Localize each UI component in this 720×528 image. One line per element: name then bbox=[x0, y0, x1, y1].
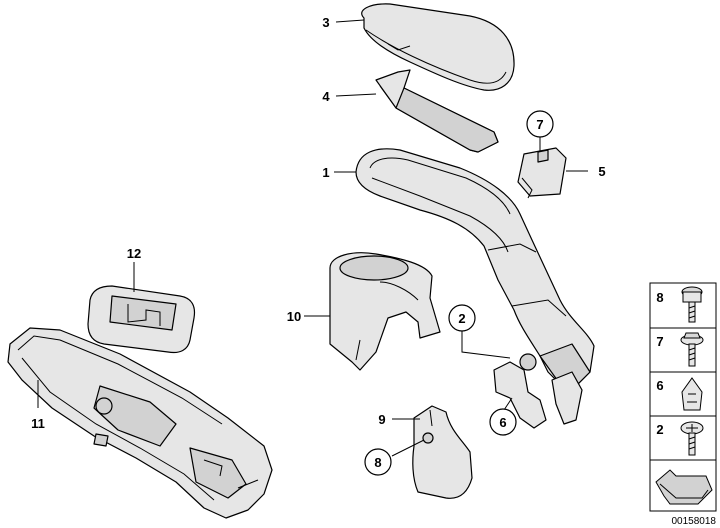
part-armrest-frame bbox=[355, 148, 595, 429]
callout-7: 7 bbox=[536, 117, 543, 132]
callout-12: 12 bbox=[127, 246, 141, 261]
legend-id-7: 7 bbox=[656, 334, 663, 349]
callout-4: 4 bbox=[322, 89, 330, 104]
part-side-trim bbox=[412, 405, 473, 499]
callout-5: 5 bbox=[598, 164, 605, 179]
callout-8-circle bbox=[364, 448, 392, 476]
fastener-legend: 8 7 6 2 bbox=[649, 282, 717, 512]
legend-id-2: 2 bbox=[656, 422, 663, 437]
part-cover-cap bbox=[517, 147, 567, 199]
callout-2: 2 bbox=[458, 311, 465, 326]
hex-screw-icon bbox=[680, 332, 704, 367]
drawing-number: 00158018 bbox=[672, 516, 717, 527]
callout-3: 3 bbox=[322, 15, 329, 30]
leader-lines bbox=[37, 19, 588, 457]
callout-1: 1 bbox=[322, 165, 329, 180]
callout-7-circle bbox=[526, 110, 554, 138]
legend-id-6: 6 bbox=[656, 378, 663, 393]
callout-9: 9 bbox=[378, 412, 385, 427]
fillister-screw-icon bbox=[680, 421, 704, 456]
part-console-base bbox=[7, 327, 273, 519]
callout-10: 10 bbox=[287, 309, 301, 324]
legend-id-8: 8 bbox=[656, 290, 663, 305]
part-armrest-cushion bbox=[361, 3, 515, 91]
callout-8: 8 bbox=[374, 455, 381, 470]
callout-2-circle bbox=[448, 304, 476, 332]
part-cup-holder-sleeve bbox=[329, 252, 441, 371]
arrow-icon bbox=[655, 469, 713, 505]
callout-6: 6 bbox=[499, 415, 506, 430]
callout-11: 11 bbox=[31, 416, 45, 431]
expanding-nut-icon bbox=[681, 377, 703, 411]
torx-bolt-icon bbox=[681, 286, 703, 323]
callout-6-circle bbox=[489, 408, 517, 436]
part-storage-tray bbox=[375, 69, 499, 153]
part-rubber-mat bbox=[87, 285, 196, 354]
callout-labels: 3 4 7 1 5 12 2 10 11 9 6 8 bbox=[31, 15, 606, 476]
